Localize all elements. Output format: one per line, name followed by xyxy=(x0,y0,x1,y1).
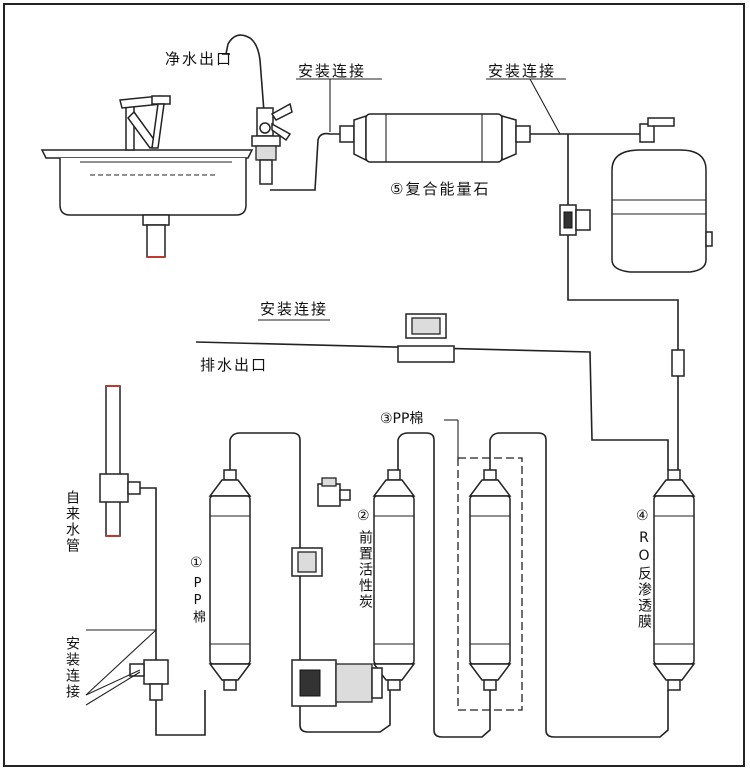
filter-2-number: ② xyxy=(357,508,370,524)
install-connection-label-4: 安装连接 xyxy=(64,636,80,700)
filter-5-cartridge xyxy=(339,113,531,163)
filter-1-name: PP棉 xyxy=(190,576,205,625)
pure-water-faucet xyxy=(222,34,293,185)
booster-pump xyxy=(291,659,383,707)
filter-4-name: RO反渗透膜 xyxy=(636,530,652,630)
filter-2-name: 前置活性炭 xyxy=(357,530,373,610)
filter-3-label: ③PP棉 xyxy=(380,411,424,427)
filter-3-highlight-box xyxy=(457,457,523,711)
filter-4-number: ④ xyxy=(636,508,649,524)
inlet-solenoid xyxy=(291,547,323,577)
clean-water-outlet-label: 净水出口 xyxy=(165,50,234,68)
install-connection-label-1: 安装连接 xyxy=(298,62,367,80)
filter-4-cartridge xyxy=(652,469,696,691)
low-pressure-switch xyxy=(317,477,351,507)
drain-valve xyxy=(397,313,455,363)
tap-water-pipe-label: 自来水管 xyxy=(64,490,80,554)
diagram-frame xyxy=(3,3,745,767)
filter-5-label: ⑤复合能量石 xyxy=(390,180,491,198)
filter-3-cartridge xyxy=(468,469,512,691)
filter-1-number: ① xyxy=(190,555,203,571)
filter-1-cartridge xyxy=(208,469,252,691)
flow-restrictor xyxy=(671,349,685,377)
install-connection-label-2: 安装连接 xyxy=(488,62,557,80)
filter-2-cartridge xyxy=(372,469,416,691)
inlet-valve xyxy=(129,659,169,701)
pressure-tank xyxy=(611,117,713,273)
drain-outlet-label: 排水出口 xyxy=(200,356,269,374)
mixer-faucet xyxy=(119,95,171,151)
tap-water-pipe xyxy=(99,385,141,537)
install-connection-label-3: 安装连接 xyxy=(260,300,329,318)
sink xyxy=(40,149,254,258)
check-valve xyxy=(559,204,591,236)
